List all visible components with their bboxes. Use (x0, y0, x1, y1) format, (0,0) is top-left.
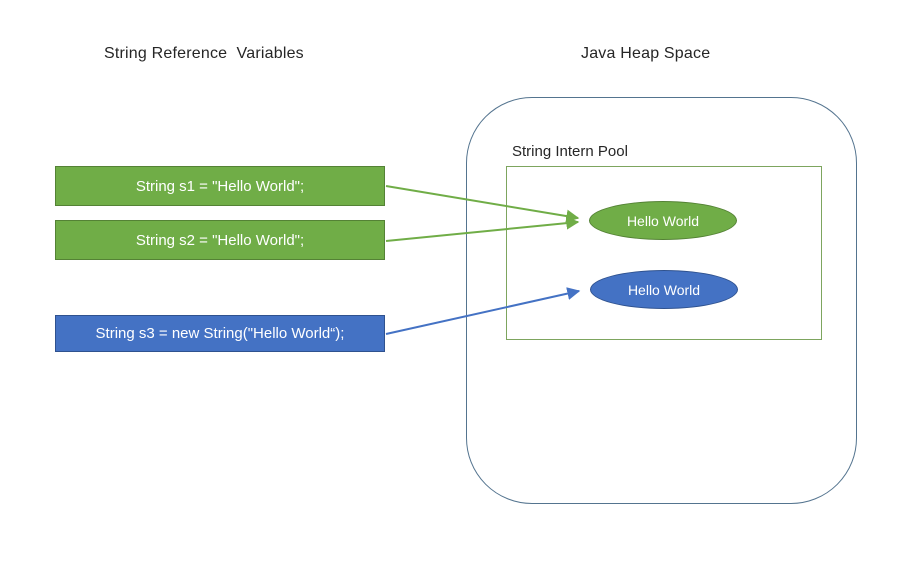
variable-box-s1-label: String s1 = "Hello World"; (135, 177, 305, 195)
string-intern-pool-label: String Intern Pool (512, 143, 628, 160)
interned-string-ellipse: Hello World (589, 201, 737, 240)
heap-string-label: Hello World (627, 281, 701, 298)
left-column-title: String Reference Variables (104, 45, 304, 62)
string-intern-pool-outline (506, 166, 822, 340)
variable-box-s2-label: String s2 = "Hello World"; (135, 231, 305, 249)
variable-box-s3: String s3 = new String("Hello World“); (55, 315, 385, 352)
right-column-title: Java Heap Space (581, 45, 711, 62)
interned-string-label: Hello World (626, 212, 700, 229)
variable-box-s3-label: String s3 = new String("Hello World“); (95, 325, 345, 342)
variable-box-s1: String s1 = "Hello World"; (55, 166, 385, 206)
variable-box-s2: String s2 = "Hello World"; (55, 220, 385, 260)
heap-string-ellipse: Hello World (590, 270, 738, 309)
